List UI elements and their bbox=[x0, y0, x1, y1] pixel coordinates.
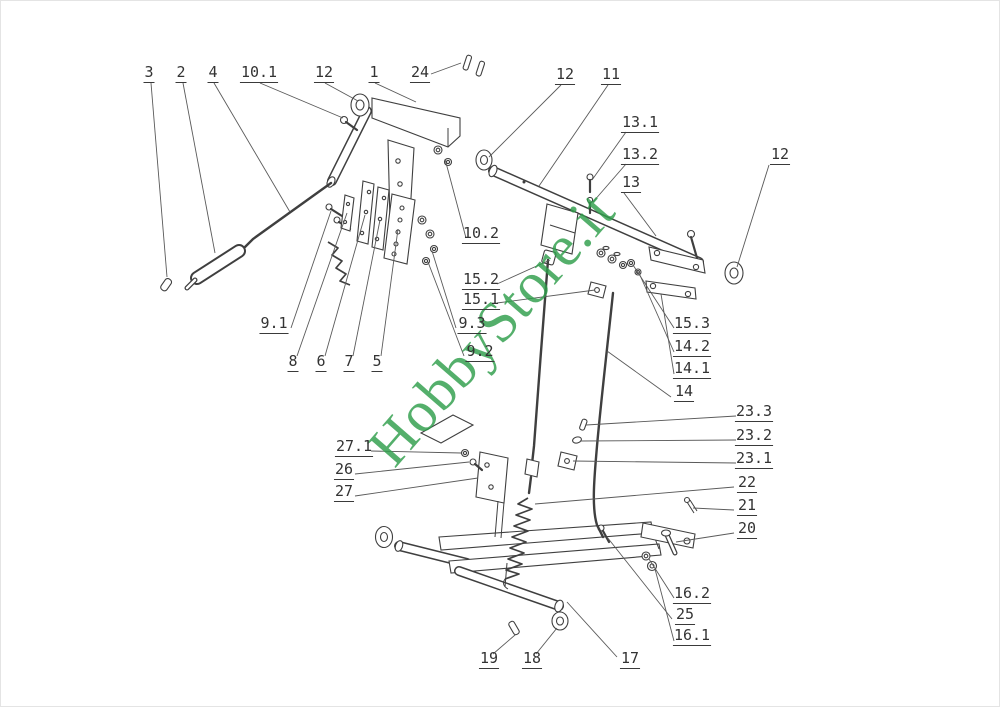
pivot-bracket-27 bbox=[475, 451, 509, 539]
pedal-frame-assembly bbox=[374, 414, 698, 636]
part-label-17: 17 bbox=[621, 649, 639, 667]
part-label-21: 21 bbox=[738, 496, 756, 514]
part-labels: 3 2 4 10.1 12 1 24 12 11 13.1 13.2 13 12… bbox=[143, 63, 791, 669]
axle-bracket bbox=[540, 203, 579, 255]
axle-hardware-cluster bbox=[596, 245, 628, 270]
part-label-8: 8 bbox=[288, 352, 297, 370]
part-label-15-1: 15.1 bbox=[463, 290, 499, 308]
part-label-23-3: 23.3 bbox=[736, 402, 772, 420]
part-label-10-1: 10.1 bbox=[241, 63, 277, 81]
pins-24 bbox=[462, 54, 486, 77]
part-label-24: 24 bbox=[411, 63, 429, 81]
part-label-15-3: 15.3 bbox=[674, 314, 710, 332]
part-label-6: 6 bbox=[316, 352, 325, 370]
nut-27-1 bbox=[460, 448, 470, 458]
part-label-2: 2 bbox=[176, 63, 185, 81]
part-label-10-2: 10.2 bbox=[463, 224, 499, 242]
part-label-13-1: 13.1 bbox=[622, 113, 658, 131]
nuts-9-2-9-3 bbox=[417, 215, 439, 266]
part-label-9-2: 9.2 bbox=[466, 342, 493, 360]
part-label-12-right: 12 bbox=[771, 145, 789, 163]
frame-bar-upper bbox=[438, 521, 654, 551]
part-label-16-2: 16.2 bbox=[674, 584, 710, 602]
part-label-27: 27 bbox=[335, 482, 353, 500]
bolt-13-2 bbox=[586, 196, 594, 215]
part-label-22: 22 bbox=[738, 473, 756, 491]
rod-clevis bbox=[524, 458, 540, 478]
lift-axle-assembly bbox=[488, 164, 744, 300]
index-plate-5 bbox=[383, 193, 416, 265]
part-label-7: 7 bbox=[344, 352, 353, 370]
bushing-roller-12-top bbox=[350, 93, 370, 117]
part-label-4: 4 bbox=[208, 63, 217, 81]
bushing-18 bbox=[551, 611, 569, 631]
bushing-roller-12-right bbox=[724, 261, 744, 285]
clevis-pin-20 bbox=[660, 529, 678, 556]
part-label-13-2: 13.2 bbox=[622, 145, 658, 163]
small-spring bbox=[327, 241, 351, 286]
leader-lines bbox=[150, 62, 770, 658]
part-label-27-1: 27.1 bbox=[336, 437, 372, 455]
plate-stack-assembly bbox=[325, 180, 439, 286]
cross-brace bbox=[419, 414, 475, 444]
part-label-20: 20 bbox=[738, 519, 756, 537]
link-14-1 bbox=[645, 280, 697, 300]
nut-16-2 bbox=[641, 551, 651, 561]
nut-10-2 bbox=[433, 145, 453, 167]
part-label-13: 13 bbox=[622, 173, 640, 191]
part-label-15-2: 15.2 bbox=[463, 270, 499, 288]
part-label-1: 1 bbox=[369, 63, 378, 81]
handle-rod-assembly bbox=[160, 181, 333, 292]
part-label-11: 11 bbox=[602, 65, 620, 83]
part-label-16-1: 16.1 bbox=[674, 626, 710, 644]
axle-end-arm bbox=[648, 246, 706, 274]
rod-hardware-23 bbox=[557, 418, 588, 471]
part-label-3: 3 bbox=[144, 63, 153, 81]
part-label-18: 18 bbox=[523, 649, 541, 667]
pin-3 bbox=[160, 277, 173, 292]
bolt-13-1 bbox=[586, 173, 594, 194]
part-label-23-2: 23.2 bbox=[736, 426, 772, 444]
part-label-25: 25 bbox=[676, 605, 694, 623]
part-label-14-1: 14.1 bbox=[674, 359, 710, 377]
washer-23-2 bbox=[572, 436, 582, 444]
part-label-5: 5 bbox=[372, 352, 381, 370]
pin-19 bbox=[508, 620, 520, 636]
part-label-12-mid: 12 bbox=[556, 65, 574, 83]
bolt-26 bbox=[469, 458, 484, 472]
part-label-9-3: 9.3 bbox=[458, 314, 485, 332]
cotter-pin-21 bbox=[683, 496, 698, 514]
part-label-26: 26 bbox=[335, 460, 353, 478]
lift-rod-front bbox=[524, 258, 550, 495]
part-label-9-1: 9.1 bbox=[260, 314, 287, 332]
part-label-23-1: 23.1 bbox=[736, 449, 772, 467]
pin-23-3 bbox=[579, 418, 588, 431]
part-label-19: 19 bbox=[480, 649, 498, 667]
part-label-14: 14 bbox=[675, 382, 693, 400]
frame-bar-lower bbox=[448, 543, 662, 574]
bushing-roller-12-mid bbox=[475, 149, 493, 171]
part-label-12-top: 12 bbox=[315, 63, 333, 81]
lift-rod-rear-14 bbox=[592, 291, 615, 539]
main-extension-spring-22 bbox=[503, 497, 533, 590]
part-label-14-2: 14.2 bbox=[674, 337, 710, 355]
bolt-10-1 bbox=[339, 115, 359, 132]
